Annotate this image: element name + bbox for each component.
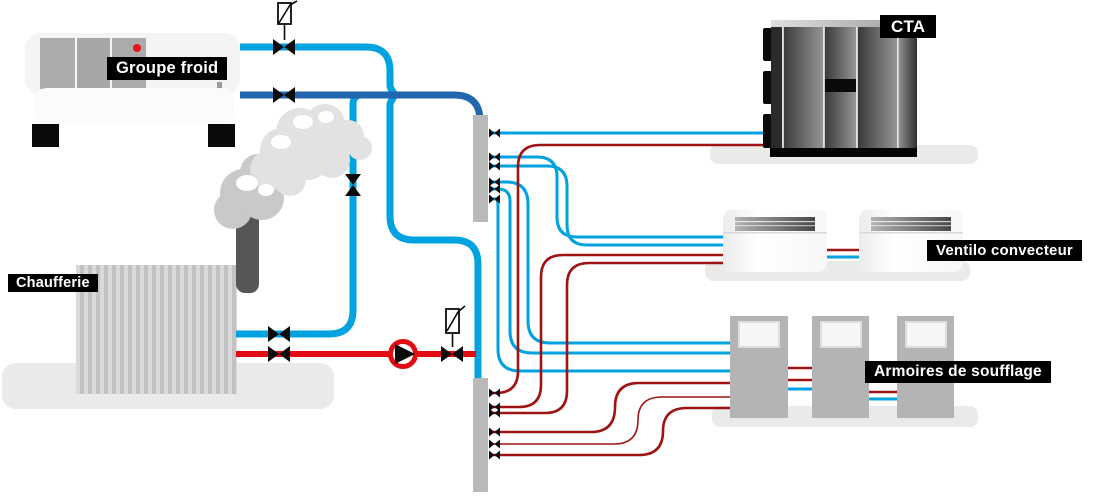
chiller-label: Groupe froid: [107, 57, 228, 80]
valve-icon: [489, 439, 500, 449]
valve-icon: [489, 177, 500, 187]
fan-coil-label: Ventilo convecteur: [927, 240, 1082, 261]
actuator-valve-icon: [445, 305, 466, 347]
valve-icon: [489, 161, 500, 171]
blow-cabinet-1: [730, 316, 788, 418]
valve-icon: [268, 346, 290, 362]
valve-icon: [268, 326, 290, 342]
blow-cabinet-2: [812, 316, 869, 418]
manifold-valve-icons: [489, 128, 500, 460]
actuator-valve-icon: [277, 0, 298, 40]
secondary-hot-lines: [489, 143, 898, 457]
smoke-cloud: [214, 104, 372, 229]
boiler-unit: [76, 265, 237, 394]
status-led: [133, 44, 141, 52]
valve-icon: [489, 408, 500, 418]
valve-icon: [441, 346, 463, 362]
chilled-water-supply-pipe: [240, 43, 482, 382]
blow-cabinets-label: Armoires de soufflage: [865, 361, 1051, 383]
valve-icon: [345, 174, 361, 196]
valve-icon: [489, 427, 500, 437]
shutoff-valve-icons: [268, 39, 463, 362]
valve-icon: [489, 128, 500, 138]
valve-icon: [489, 184, 500, 194]
valve-icon: [273, 87, 295, 103]
lower-distribution-manifold: [473, 378, 488, 492]
valve-icon: [489, 388, 500, 398]
ahu-unit: [763, 20, 917, 157]
fan-coil-unit-1: [723, 210, 827, 272]
ahu-label: CTA: [880, 15, 937, 38]
chiller-unit: [25, 33, 240, 147]
valve-icon: [273, 39, 295, 55]
boiler-label: Chaufferie: [8, 274, 98, 292]
upper-distribution-manifold: [473, 115, 488, 222]
valve-icon: [489, 152, 500, 162]
pump-icon: [388, 339, 418, 369]
valve-icon: [489, 194, 500, 204]
valve-icon: [489, 402, 500, 412]
valve-icon: [489, 450, 500, 460]
